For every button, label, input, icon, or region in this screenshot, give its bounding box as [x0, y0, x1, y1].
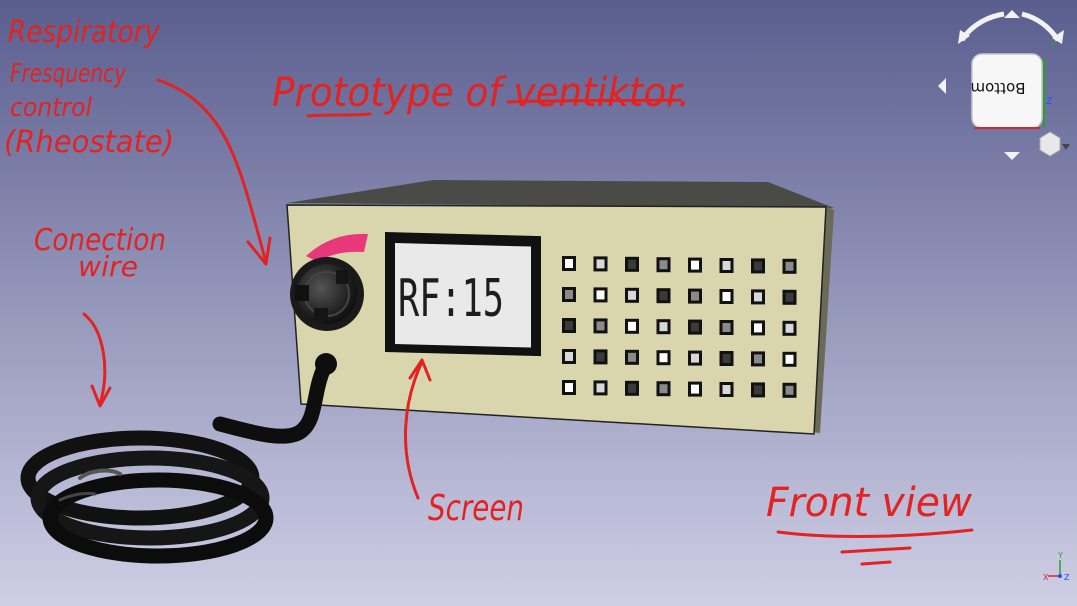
panel-button-face: [785, 292, 794, 302]
connection-wire: [20, 356, 334, 564]
panel-button-face: [722, 323, 731, 332]
panel-button-face: [785, 323, 794, 333]
button-grid[interactable]: [562, 256, 797, 398]
annotation-rheostat-line2: Fresquency: [10, 59, 126, 89]
view-up-arrow-icon[interactable]: [1004, 10, 1020, 18]
ventilator-device[interactable]: RF:15: [286, 180, 834, 435]
panel-button-face: [722, 292, 731, 301]
panel-button-face: [628, 352, 636, 362]
annotation-wire-line2: wire: [78, 250, 138, 283]
panel-button-face: [659, 322, 668, 332]
annotation-rheostat-line4: (Rheostate): [4, 125, 174, 160]
panel-button-face: [628, 259, 636, 269]
panel-button-face: [754, 261, 762, 271]
panel-button-face: [691, 384, 699, 394]
panel-button-face: [628, 321, 636, 331]
nav-cube-y-letter: Y: [1049, 41, 1056, 51]
annotation-wire-line1: Conection: [34, 223, 166, 258]
panel-button-face: [659, 260, 668, 270]
panel-button-face: [754, 354, 762, 364]
device-top-face: [287, 180, 834, 208]
panel-button-face: [722, 354, 731, 363]
panel-button-face: [565, 383, 573, 392]
axis-x-label: X: [1043, 573, 1049, 582]
panel-button-face: [691, 291, 699, 301]
display-readout: RF:15: [398, 269, 504, 329]
annotation-screen: Screen: [428, 488, 524, 529]
axis-z-label: Z: [1064, 573, 1070, 582]
nav-cube-menu-icon[interactable]: [1039, 131, 1061, 157]
panel-button-face: [785, 385, 794, 395]
panel-button-face: [628, 383, 636, 393]
nav-cube-z-letter: Z: [1046, 97, 1052, 107]
panel-button-face: [565, 352, 573, 361]
panel-button-face: [691, 260, 699, 270]
annotation-front-view: Front view: [766, 480, 972, 526]
rotate-right-arrow-icon[interactable]: [1052, 30, 1064, 44]
annotation-text: Prototype of ventiktor. Respiratory Fres…: [4, 15, 972, 529]
view-down-arrow-icon[interactable]: [1004, 152, 1020, 160]
rotate-left-arrow-icon[interactable]: [958, 30, 970, 44]
device-front-panel: [286, 204, 827, 435]
annotations: [82, 78, 974, 566]
annotation-title: Prototype of ventiktor.: [272, 70, 690, 116]
display-screen: RF:15: [385, 231, 541, 357]
panel-button-face: [722, 261, 731, 270]
panel-button-face: [596, 259, 605, 269]
panel-button-face: [565, 321, 573, 330]
annotation-rheostat-line3: control: [10, 93, 93, 123]
panel-button-face: [596, 352, 605, 362]
axis-triad: Y X Z: [1043, 551, 1070, 582]
panel-button-face: [785, 354, 794, 364]
panel-button-face: [691, 353, 699, 363]
axis-y-label: Y: [1057, 551, 1063, 560]
panel-button-face: [722, 385, 731, 394]
panel-button-face: [659, 384, 668, 394]
annotation-rheostat-line1: Respiratory: [8, 15, 161, 50]
panel-button-face: [691, 322, 699, 332]
panel-button-face: [565, 259, 573, 268]
panel-button-face: [785, 261, 794, 271]
panel-button-face: [659, 353, 668, 363]
panel-button-face: [565, 290, 573, 299]
panel-button-face: [628, 290, 636, 300]
nav-cube-menu-dropdown-icon[interactable]: [1062, 144, 1070, 150]
rheostat-knob[interactable]: [290, 257, 364, 331]
panel-button-face: [596, 321, 605, 331]
panel-button-face: [596, 290, 605, 300]
panel-button-face: [754, 292, 762, 302]
panel-button-face: [754, 385, 762, 395]
panel-button-face: [659, 291, 668, 301]
panel-button-face: [596, 383, 605, 393]
view-left-arrow-icon[interactable]: [938, 78, 946, 94]
panel-button-face: [754, 323, 762, 333]
navigation-cube-widget[interactable]: Bottom Y Z: [938, 10, 1070, 160]
nav-cube-face-label: Bottom: [970, 79, 1025, 97]
knob-indicator-arc: [306, 233, 368, 262]
